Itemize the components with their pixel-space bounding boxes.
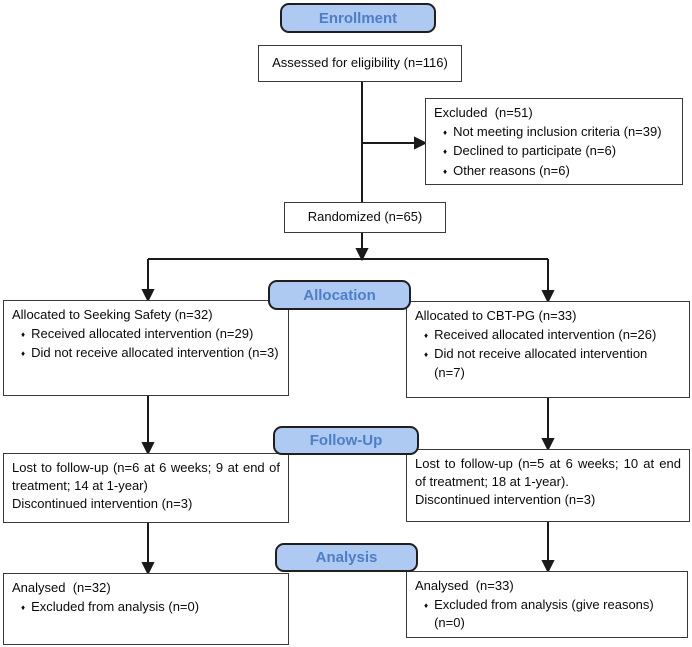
diamond-bullet-icon: ♦ xyxy=(21,349,26,359)
list-item: ♦ Did not receive allocated intervention… xyxy=(21,344,280,362)
arrowhead-followup-right xyxy=(541,438,555,452)
list-item: ♦ Did not receive allocated intervention… xyxy=(424,345,681,381)
list-item: ♦ Excluded from analysis (give reasons) … xyxy=(424,596,679,632)
followup-left-lost-text: Lost to follow-up (n=6 at 6 weeks; 9 at … xyxy=(12,460,280,494)
box-assessed-eligibility: Assessed for eligibility (n=116) xyxy=(258,45,462,82)
diamond-bullet-icon: ♦ xyxy=(21,330,26,340)
diamond-bullet-icon: ♦ xyxy=(443,147,448,157)
analysis-right-title: Analysed (n=33) xyxy=(415,578,514,593)
allocation-right-bullet-text: Received allocated intervention (n=26) xyxy=(434,327,657,343)
excluded-bullet-text: Declined to participate (n=6) xyxy=(453,143,617,159)
stage-label-enrollment: Enrollment xyxy=(280,3,436,33)
analysis-left-bullet-text: Excluded from analysis (n=0) xyxy=(31,599,200,615)
excluded-bullet-text: Other reasons (n=6) xyxy=(453,162,570,178)
diamond-bullet-icon: ♦ xyxy=(443,166,448,176)
box-excluded: Excluded (n=51) ♦ Not meeting inclusion … xyxy=(425,98,683,185)
allocation-left-bullet-text: Received allocated intervention (n=29) xyxy=(31,326,254,342)
diamond-bullet-icon: ♦ xyxy=(443,128,448,138)
box-allocated-seeking-safety: Allocated to Seeking Safety (n=32) ♦ Rec… xyxy=(3,300,289,396)
allocation-right-bullet-text: Did not receive allocated intervention (… xyxy=(434,346,648,380)
list-item: ♦ Other reasons (n=6) xyxy=(443,162,674,180)
list-item: ♦ Excluded from analysis (n=0) xyxy=(21,598,280,616)
box-allocated-cbt-pg: Allocated to CBT-PG (n=33) ♦ Received al… xyxy=(406,301,690,398)
arrowhead-excluded xyxy=(414,136,428,150)
analysis-right-bullet-text: Excluded from analysis (give reasons) (n… xyxy=(434,597,654,631)
arrowhead-analysis-right xyxy=(541,560,555,574)
diamond-bullet-icon: ♦ xyxy=(424,350,429,360)
box-followup-left: Lost to follow-up (n=6 at 6 weeks; 9 at … xyxy=(3,453,289,523)
assessed-text: Assessed for eligibility (n=116) xyxy=(272,55,448,71)
allocation-right-title: Allocated to CBT-PG (n=33) xyxy=(415,308,577,323)
list-item: ♦ Not meeting inclusion criteria (n=39) xyxy=(443,123,674,141)
arrowhead-followup-left xyxy=(141,442,155,456)
allocation-left-title: Allocated to Seeking Safety (n=32) xyxy=(12,307,213,322)
diamond-bullet-icon: ♦ xyxy=(21,603,26,613)
followup-left-discontinued-text: Discontinued intervention (n=3) xyxy=(12,496,193,512)
box-analysed-left: Analysed (n=32) ♦ Excluded from analysis… xyxy=(3,573,289,645)
diamond-bullet-icon: ♦ xyxy=(424,601,429,611)
excluded-title: Excluded (n=51) xyxy=(434,105,533,120)
box-followup-right: Lost to follow-up (n=5 at 6 weeks; 10 at… xyxy=(406,449,690,522)
allocation-left-bullet-text: Did not receive allocated intervention (… xyxy=(31,345,279,361)
diamond-bullet-icon: ♦ xyxy=(424,331,429,341)
excluded-bullet-text: Not meeting inclusion criteria (n=39) xyxy=(453,124,662,140)
box-analysed-right: Analysed (n=33) ♦ Excluded from analysis… xyxy=(406,571,688,638)
analysis-left-title: Analysed (n=32) xyxy=(12,580,111,595)
stage-label-follow-up: Follow-Up xyxy=(273,426,419,455)
list-item: ♦ Received allocated intervention (n=26) xyxy=(424,326,681,344)
stage-label-analysis: Analysis xyxy=(275,543,418,572)
list-item: ♦ Declined to participate (n=6) xyxy=(443,142,674,160)
followup-right-lost-text: Lost to follow-up (n=5 at 6 weeks; 10 at… xyxy=(415,456,681,490)
box-randomized: Randomized (n=65) xyxy=(284,202,446,233)
arrowhead-alloc-left xyxy=(141,289,155,303)
list-item: ♦ Received allocated intervention (n=29) xyxy=(21,325,280,343)
followup-right-discontinued-text: Discontinued intervention (n=3) xyxy=(415,492,596,508)
stage-label-allocation: Allocation xyxy=(268,280,411,310)
arrowhead-analysis-left xyxy=(141,562,155,576)
arrowhead-alloc-right xyxy=(541,290,555,304)
randomized-text: Randomized (n=65) xyxy=(307,209,423,225)
arrowhead-split xyxy=(355,248,369,262)
